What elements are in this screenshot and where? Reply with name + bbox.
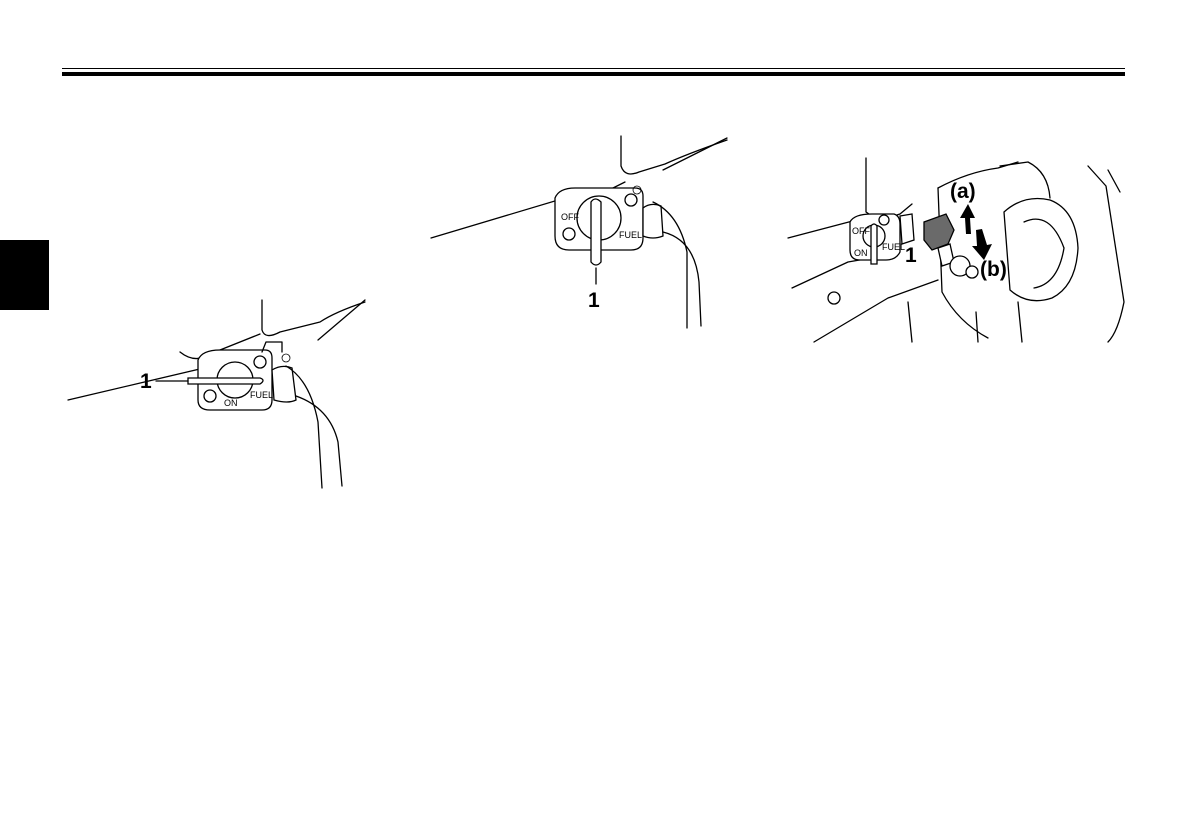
- fuel-cock-off-illustration: OFF FUEL 1: [425, 132, 735, 332]
- fuel-cock-on-illustration: ON FUEL 1: [60, 292, 380, 492]
- header-rule-thick: [62, 72, 1125, 76]
- valve-label-on: ON: [854, 248, 868, 258]
- valve-label-off: OFF: [852, 226, 870, 236]
- callout-a: (a): [950, 180, 976, 203]
- valve-label-on: ON: [224, 398, 238, 408]
- choke-knob-illustration: OFF ON FUEL (a) (b) 1: [788, 152, 1128, 348]
- valve-label-fuel: FUEL: [619, 230, 642, 240]
- header-rule-thin: [62, 68, 1125, 69]
- valve-label-off: OFF: [561, 212, 579, 222]
- callout-1: 1: [588, 289, 600, 312]
- chapter-tab: [0, 240, 49, 310]
- callout-1: 1: [140, 370, 152, 393]
- valve-label-fuel: FUEL: [882, 242, 905, 252]
- valve-label-fuel: FUEL: [250, 390, 273, 400]
- callout-1: 1: [905, 244, 917, 267]
- callout-b: (b): [980, 258, 1007, 281]
